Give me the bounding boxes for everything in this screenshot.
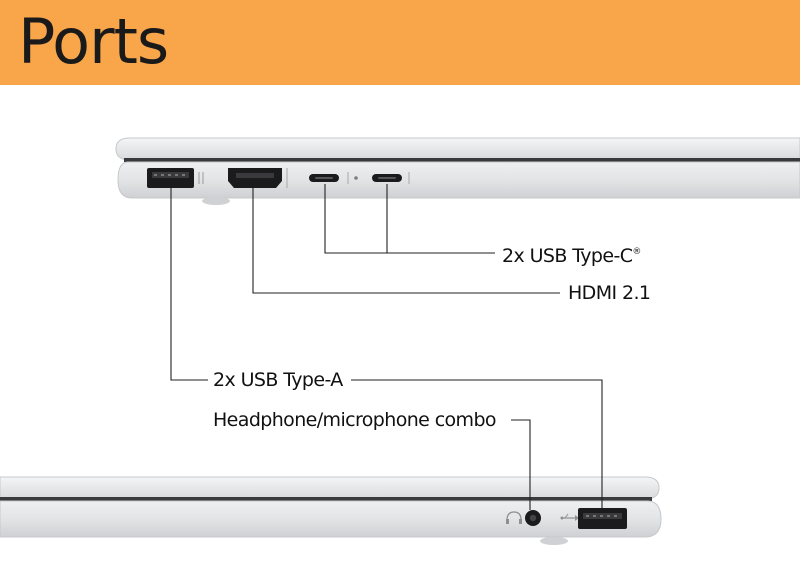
audio-jack [525,510,541,526]
leader-line-usb-c [324,184,495,254]
laptop-left-side [115,137,800,205]
label-usb-a: 2x USB Type-A [213,369,343,391]
leader-lines [170,184,603,510]
hdmi-port [228,168,282,188]
usb-a-port-right [578,508,627,529]
usb-c-port-2 [372,174,402,182]
usb-icon [560,513,579,521]
leader-line-usb-a [170,188,208,381]
usb-c-port-1 [309,174,339,182]
headphone-icon [506,511,522,524]
leader-line-audio [511,419,531,510]
label-usb-c: 2x USB Type-C® [502,245,641,267]
leader-line-usb-a-right [351,379,603,508]
laptop-right-side [0,476,662,545]
label-hdmi: HDMI 2.1 [568,282,651,304]
usb-a-icon [198,172,204,184]
header-banner: Ports [0,0,800,85]
label-audio-combo: Headphone/microphone combo [213,409,497,431]
usb-a-port-left [147,168,194,188]
led-indicator-icon [347,172,358,184]
leader-line-hdmi [252,188,560,294]
page-title: Ports [18,5,169,78]
